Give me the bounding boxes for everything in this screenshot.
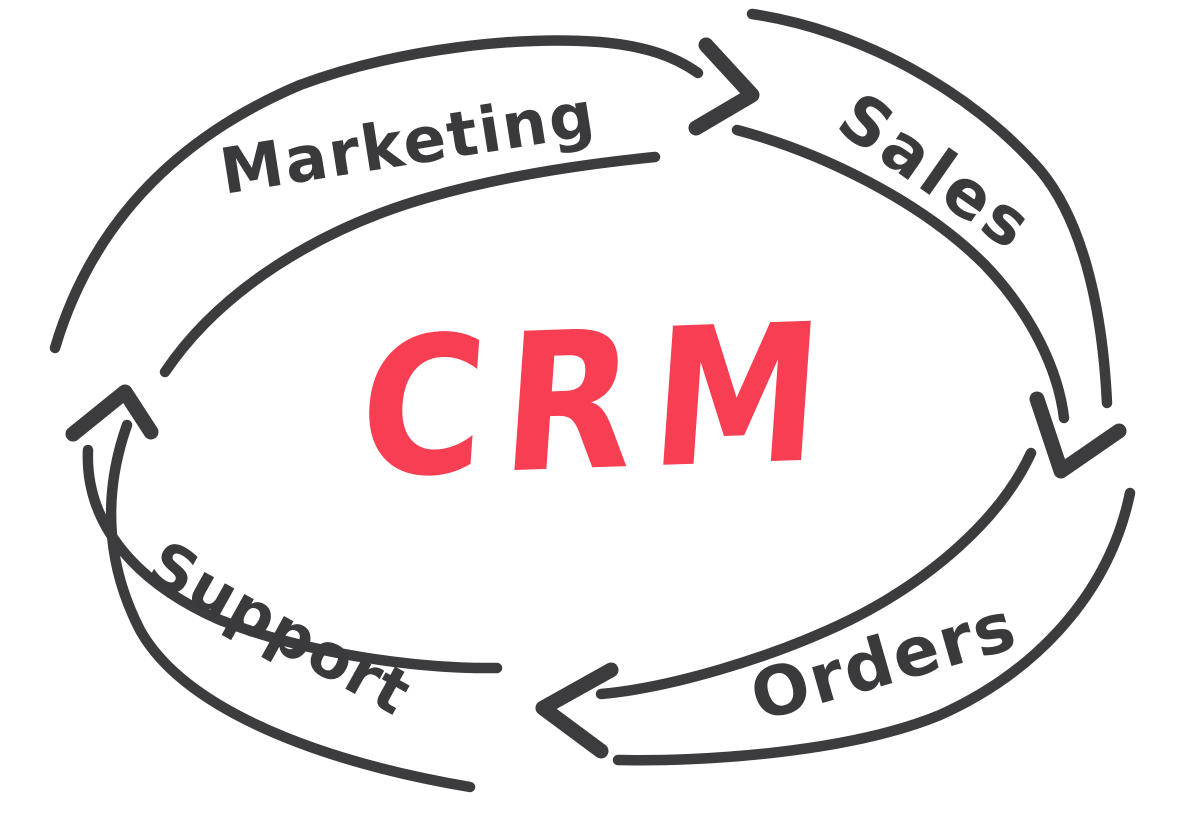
center-label-crm: CRM — [352, 282, 848, 522]
arc-sales-inner — [731, 124, 1070, 424]
arc-sales-outer — [746, 8, 1113, 409]
arc-support-inner — [82, 444, 503, 674]
arrowhead-support-to-marketing-icon — [65, 384, 159, 442]
arrowhead-sales-to-orders-icon — [1029, 391, 1127, 479]
arrowhead-marketing-to-sales-icon — [688, 37, 760, 136]
arc-orders-outer — [612, 487, 1136, 766]
arc-marketing-inner — [159, 151, 661, 378]
arc-marketing-outer — [49, 35, 704, 354]
arc-orders-inner — [595, 447, 1037, 700]
arrowhead-orders-to-support-icon — [535, 662, 619, 759]
arc-support-outer — [105, 419, 476, 793]
